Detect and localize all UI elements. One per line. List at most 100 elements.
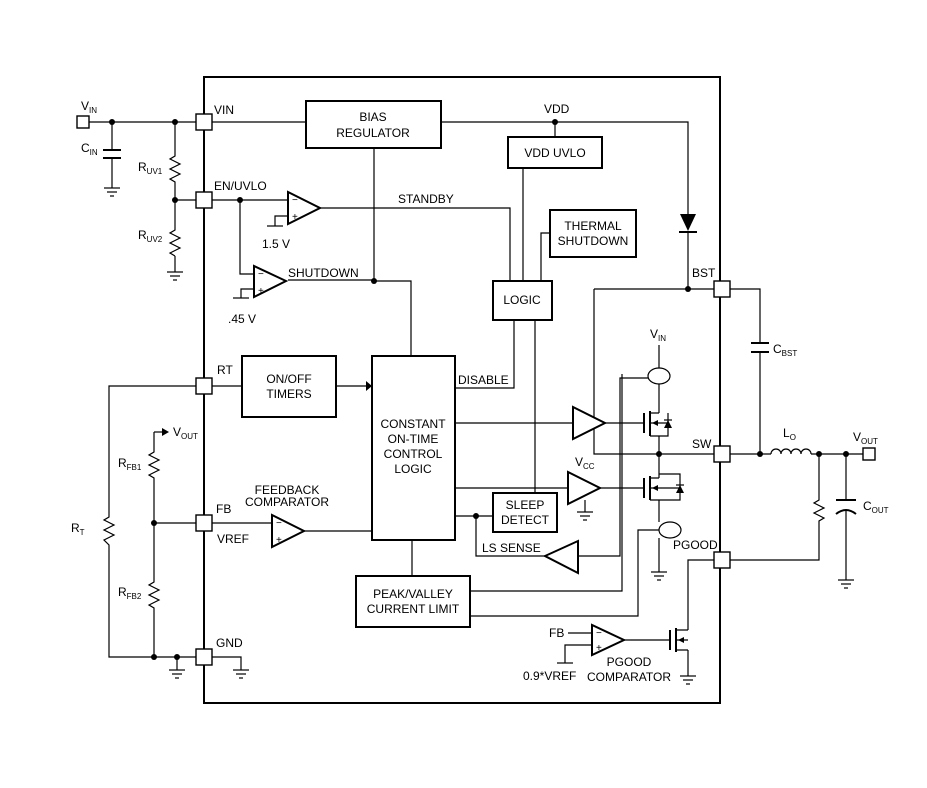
thermal-shutdown-label-2: SHUTDOWN [558,234,629,248]
low-side-fet-icon [643,473,684,501]
on-off-timers-label-1: ON/OFF [266,372,311,386]
rfb1-label: RFB1 [118,456,142,472]
shutdown-label: SHUTDOWN [288,266,359,280]
vout-label: VOUT [853,430,878,446]
standby-label: STANDBY [398,192,454,206]
bias-regulator-label-1: BIAS [359,110,386,124]
component-labels: VIN CIN RUV1 RUV2 RT RFB1 RFB2 VOUT VIN … [71,99,889,601]
shutdown-comparator: − + [253,264,289,299]
lo-label: LO [783,426,796,442]
ls-sense-amp [542,539,579,575]
svg-text:−: − [258,269,264,280]
feedback-comparator-label-1: FEEDBACK [255,483,320,497]
ground-icon [233,669,249,679]
ruv1-label: RUV1 [138,160,163,176]
pgood-comparator-label-1: PGOOD [607,655,652,669]
cin-label: CIN [81,141,98,157]
vin-terminal [76,115,90,129]
pin-pgood-label: PGOOD [673,538,718,552]
ruv2-resistor [168,226,182,257]
signal-labels: VDD STANDBY SHUTDOWN DISABLE LS SENSE VR… [217,102,576,683]
pgood-comparator-label-2: COMPARATOR [587,670,671,684]
control-logic-label-1: CONSTANT [380,417,446,431]
vout-terminal [862,447,876,461]
ground-icon [680,675,696,685]
boot-diode-icon [679,214,697,233]
junction-dots [109,119,849,660]
current-limit-label-2: CURRENT LIMIT [367,602,460,616]
control-logic-label-3: CONTROL [384,447,443,461]
pgood-comparator: − + [591,623,627,657]
vin-hs-label: VIN [650,327,666,343]
pin-rt-label: RT [217,363,233,377]
ls-current-sense-icon [658,521,682,539]
feedback-comparator-label-2: COMPARATOR [245,495,329,509]
hs-current-sense-icon [647,367,671,385]
cout-label: COUT [863,499,889,515]
pin-en-box [195,191,213,209]
pin-rt-box [195,377,213,395]
uvlo-ref-1v5-label: 1.5 V [262,237,290,251]
pin-gnd-box [195,648,213,666]
standby-comparator: − + [287,190,323,226]
vref-label: VREF [217,532,249,546]
ground-icon [167,271,183,281]
pin-bst-box [713,280,731,298]
on-off-timers-block: ON/OFF TIMERS [241,355,337,418]
pin-sw-box [713,445,731,463]
pin-en-label: EN/UVLO [214,179,267,193]
sleep-detect-block: SLEEP DETECT [492,492,558,533]
pgood-ref-label: 0.9*VREF [523,669,576,683]
pin-fb-box [195,514,213,532]
sleep-detect-label-1: SLEEP [506,498,545,512]
pin-vin-box [195,113,213,131]
vcc-label: VCC [575,455,595,471]
svg-text:−: − [276,518,282,529]
pgood-fet-icon [669,628,688,652]
cbst-label: CBST [773,342,797,358]
uvlo-ref-045v-label: .45 V [228,312,256,326]
rfb2-resistor [147,578,161,610]
logic-block: LOGIC [492,280,553,321]
ruv2-label: RUV2 [138,228,163,244]
inductor-lo-icon [770,448,812,455]
svg-text:+: + [276,535,282,546]
ground-icon [169,669,185,679]
high-side-fet-icon [643,411,672,437]
pin-fb-label: FB [216,502,231,516]
svg-text:−: − [292,195,298,206]
logic-label: LOGIC [503,293,541,307]
control-logic-label-4: LOGIC [394,462,432,476]
pin-pgood-box [713,551,731,569]
rfb1-resistor [147,448,161,480]
ruv1-resistor [168,152,182,184]
low-side-driver [567,470,603,506]
thermal-shutdown-block: THERMAL SHUTDOWN [549,209,637,258]
vdd-uvlo-block: VDD UVLO [507,136,603,169]
cbst-capacitor [751,342,769,353]
pin-labels: VIN EN/UVLO RT FB GND BST SW PGOOD [214,103,718,650]
rt-label: RT [71,521,85,537]
svg-text:+: + [596,643,602,654]
ls-sense-label: LS SENSE [482,541,541,555]
svg-text:−: − [596,628,602,639]
rfb2-label: RFB2 [118,585,142,601]
ground-icon [838,579,854,589]
vin-ext-label: VIN [81,99,97,115]
current-limit-label-1: PEAK/VALLEY [373,587,453,601]
sleep-detect-label-2: DETECT [501,513,550,527]
control-logic-block: CONSTANT ON-TIME CONTROL LOGIC [371,355,456,541]
thermal-shutdown-label-1: THERMAL [564,219,622,233]
bias-regulator-label-2: REGULATOR [336,126,410,140]
ground-icon [651,571,667,581]
cout-capacitor [835,499,857,515]
ground-icon [577,511,593,521]
pgood-pullup-resistor [812,496,826,522]
disable-label: DISABLE [458,373,509,387]
bias-regulator-block: BIAS REGULATOR [305,100,442,149]
resistors [102,152,826,610]
high-side-driver [572,405,608,441]
svg-text:+: + [258,286,264,297]
cin-capacitor [103,149,121,159]
rt-resistor [102,513,116,549]
